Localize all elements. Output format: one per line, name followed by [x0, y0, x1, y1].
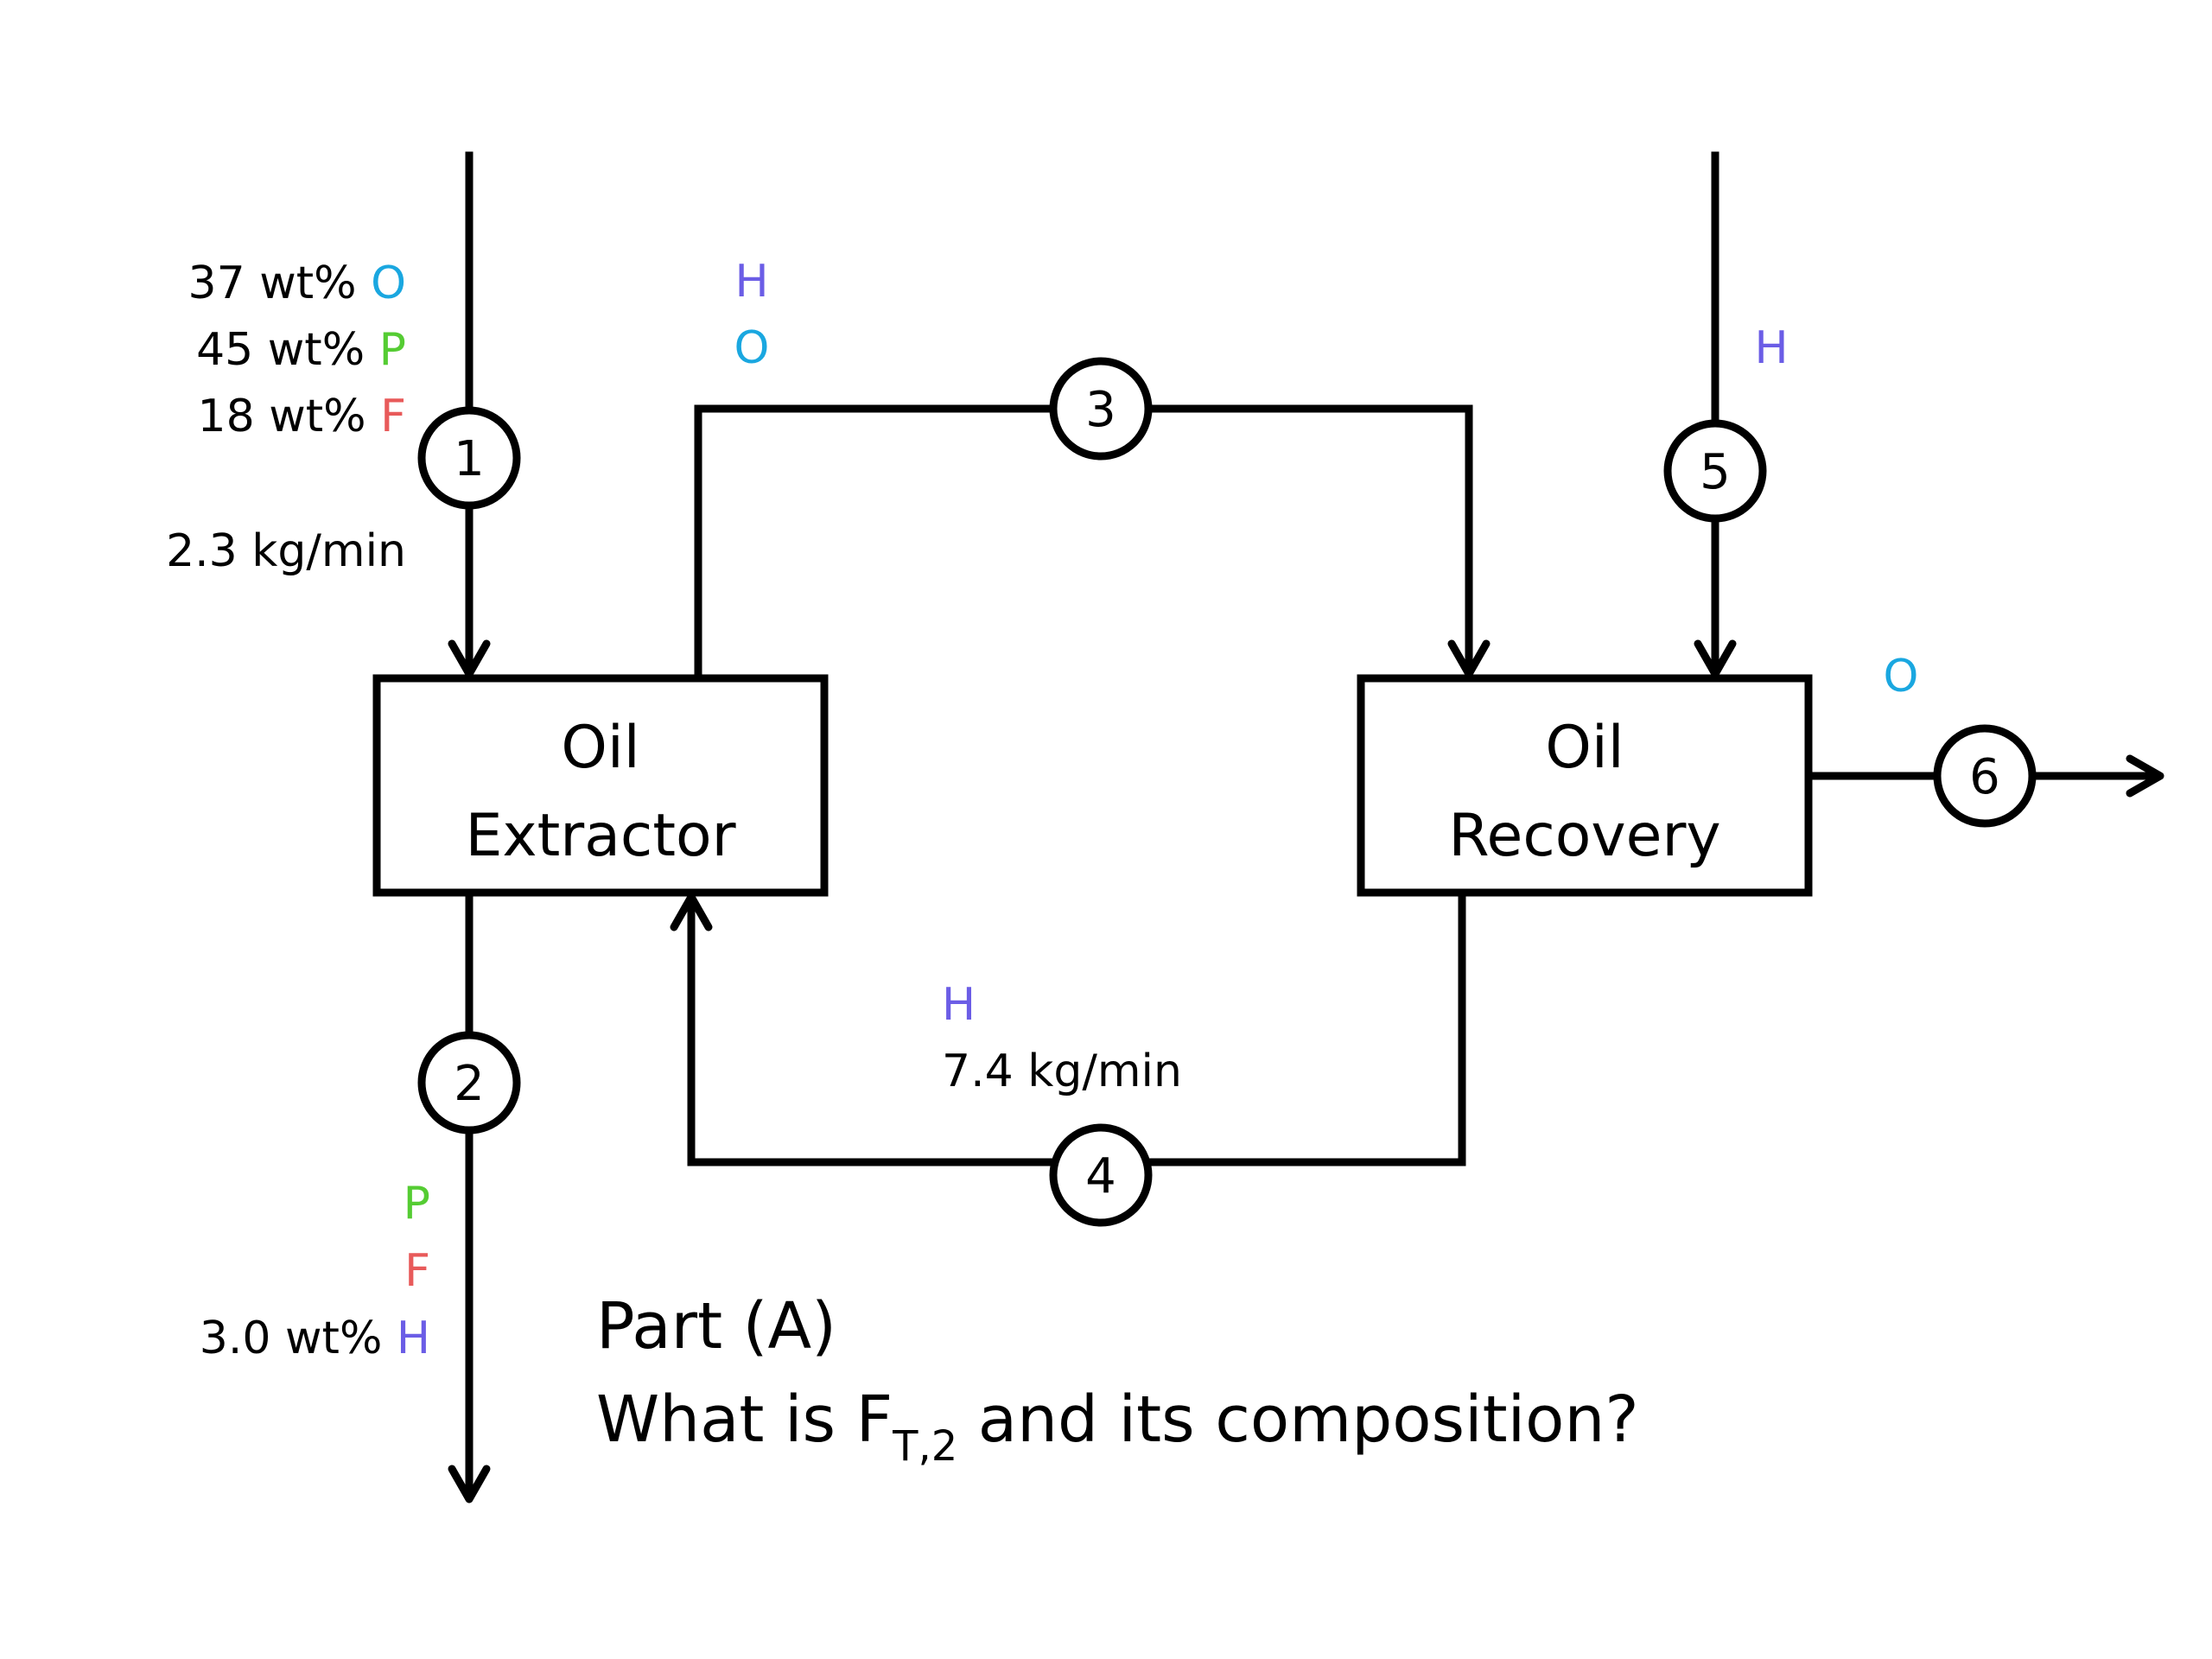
- oil-extractor-label-line2: Extractor: [465, 802, 735, 870]
- stream-1-arrowhead: [448, 639, 491, 678]
- stream-2-node: [417, 1031, 521, 1135]
- stream-6-arrowhead: [2126, 754, 2164, 798]
- stream-4-number: 4: [1085, 1148, 1116, 1205]
- question-subscript: T,2: [892, 1422, 957, 1471]
- oil-recovery-label-line1: Oil: [1545, 714, 1624, 782]
- question-part: Part (A): [596, 1289, 836, 1363]
- stream-1-node: [417, 406, 521, 510]
- stream-1-number: 1: [454, 431, 485, 487]
- stream-3-number: 3: [1085, 382, 1116, 438]
- stream-3-arrowhead: [1447, 639, 1491, 678]
- component-p-label: P: [379, 324, 406, 376]
- stream-5-arrowhead: [1694, 639, 1737, 678]
- oil-recovery-unit: [1357, 674, 1813, 897]
- component-o-label: O: [371, 257, 406, 309]
- stream-6-node: [1933, 724, 2037, 828]
- stream-2-comp-f: F: [404, 1245, 430, 1297]
- oil-recovery-label-line2: Recovery: [1448, 802, 1720, 870]
- question-text: What is FT,2 and its composition?: [596, 1382, 1639, 1471]
- stream-6-comp-o: O: [1884, 651, 1919, 702]
- stream-4-line: [687, 888, 1466, 1166]
- stream-2-comp-p: P: [404, 1178, 430, 1230]
- stream-2-comp-h: 3.0 wt% H: [200, 1313, 430, 1364]
- stream-2-arrowhead: [448, 1465, 491, 1503]
- stream-5-number: 5: [1700, 444, 1731, 500]
- stream-3-comp-o: O: [734, 322, 770, 374]
- component-h-label: H: [397, 1313, 430, 1364]
- stream-1-comp-o: 37 wt% O: [188, 257, 407, 309]
- stream-4-node: [1049, 1123, 1153, 1227]
- stream-5-comp-h: H: [1754, 322, 1788, 374]
- oil-extractor-label-line1: Oil: [561, 714, 639, 782]
- stream-1-comp-f: 18 wt% F: [198, 391, 406, 442]
- stream-3-comp-h: H: [734, 256, 768, 308]
- oil-extractor-unit: [372, 674, 829, 897]
- stream-6-number: 6: [1969, 749, 2000, 805]
- stream-4-comp-h: H: [942, 979, 976, 1031]
- component-f-label: F: [380, 391, 406, 442]
- stream-4-flow: 7.4 kg/min: [942, 1046, 1182, 1097]
- stream-4-arrowhead: [670, 893, 713, 931]
- stream-3-node: [1049, 357, 1153, 461]
- stream-1-flow: 2.3 kg/min: [166, 525, 406, 577]
- stream-5-node: [1663, 419, 1767, 523]
- stream-2-number: 2: [454, 1056, 485, 1112]
- stream-1-comp-p: 45 wt% P: [196, 324, 406, 376]
